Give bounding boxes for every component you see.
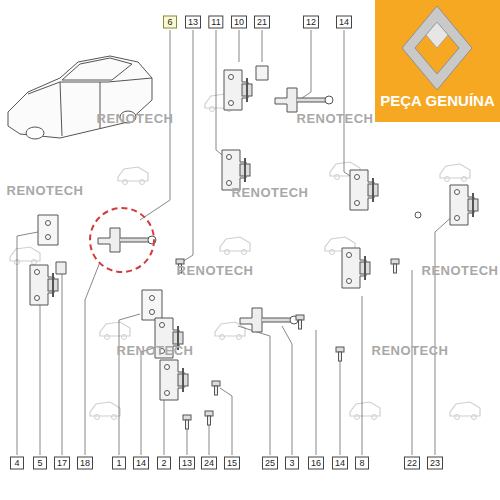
watermark: RENOTECH	[117, 344, 194, 357]
callout-number: 5	[33, 457, 47, 470]
badge-text: PEÇA GENUÍNA	[380, 92, 494, 109]
callout-number: 12	[303, 16, 319, 29]
callout-number: 13	[185, 16, 201, 29]
genuine-part-badge: PEÇA GENUÍNA	[375, 82, 500, 118]
callout-number: 13	[179, 457, 195, 470]
highlight-circle	[90, 208, 154, 272]
callout-number: 3	[285, 457, 299, 470]
watermark: RENOTECH	[422, 264, 499, 277]
callout-number: 1	[112, 457, 126, 470]
callout-number: 6	[163, 16, 177, 29]
callout-number: 17	[54, 457, 70, 470]
callout-number: 24	[201, 457, 217, 470]
watermark: RENOTECH	[232, 186, 309, 199]
callout-number: 25	[262, 457, 278, 470]
callout-number: 14	[336, 16, 352, 29]
check-strap-6	[98, 228, 156, 252]
callout-number: 22	[404, 457, 420, 470]
callout-number: 11	[208, 16, 223, 29]
callout-number: 16	[308, 457, 324, 470]
callout-number: 18	[77, 457, 93, 470]
callout-number: 10	[231, 16, 247, 29]
watermark: RENOTECH	[177, 264, 254, 277]
callout-number: 21	[254, 16, 270, 29]
watermark: RENOTECH	[97, 112, 174, 125]
callout-number: 14	[133, 457, 149, 470]
badge-background	[375, 0, 500, 122]
callout-number: 4	[10, 457, 24, 470]
callout-number: 23	[427, 457, 443, 470]
callout-number: 2	[157, 457, 171, 470]
watermark: RENOTECH	[297, 112, 374, 125]
callout-number: 15	[224, 457, 240, 470]
watermark: RENOTECH	[7, 184, 84, 197]
renault-logo	[402, 6, 472, 90]
watermark: RENOTECH	[372, 344, 449, 357]
callout-number: 8	[355, 457, 369, 470]
callout-number: 14	[332, 457, 348, 470]
car-sketch	[8, 56, 152, 139]
